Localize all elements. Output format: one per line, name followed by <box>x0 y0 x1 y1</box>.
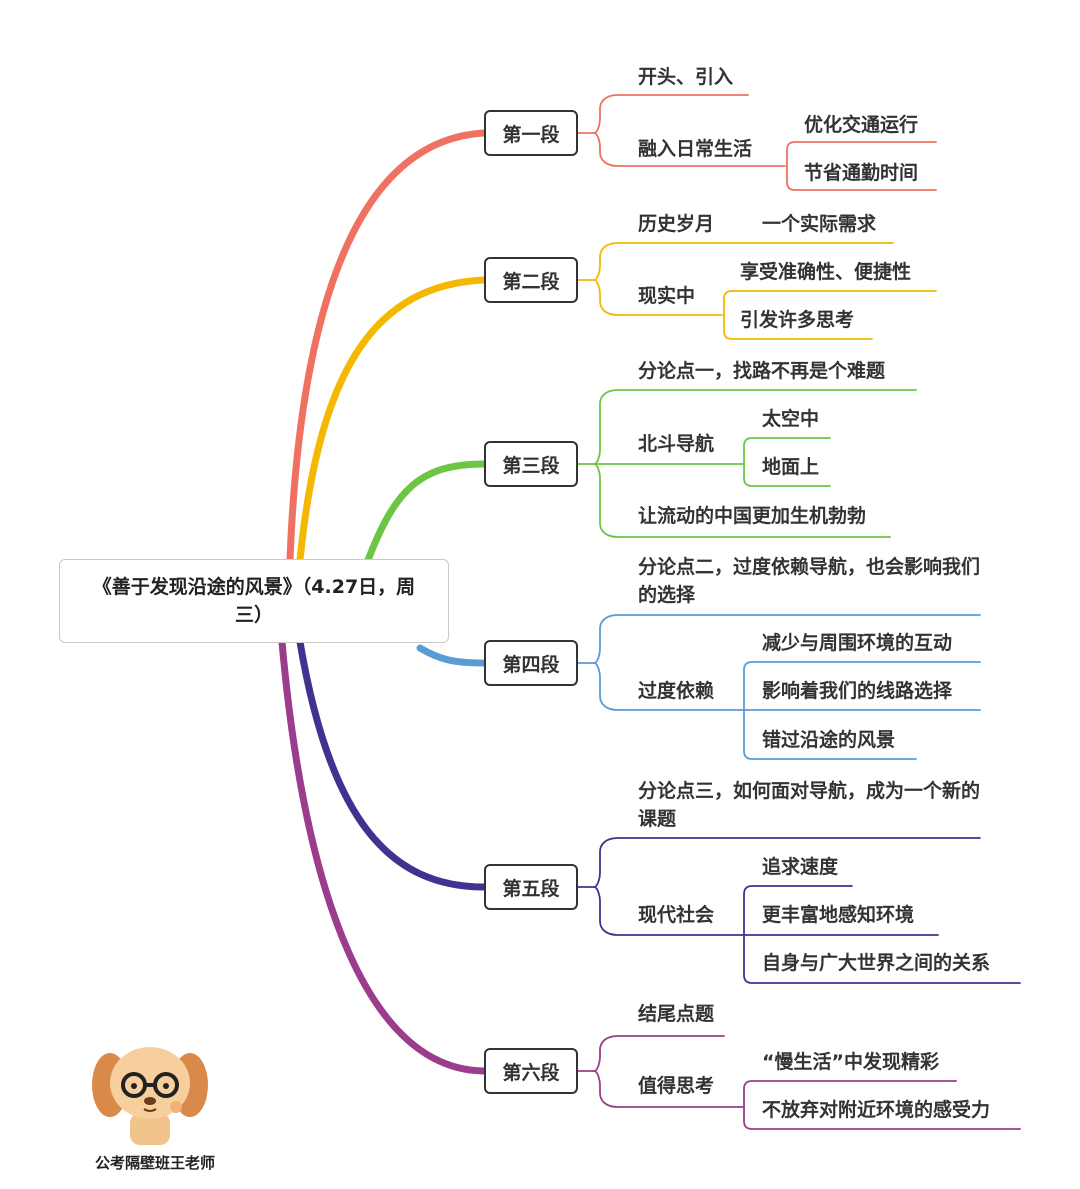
sub-node-connector <box>743 661 981 711</box>
sub-node-connector <box>743 934 1021 984</box>
node-connector <box>593 662 745 711</box>
sub-node-connector <box>743 1080 957 1108</box>
node-s5-relation[interactable]: 自身与广大世界之间的关系 <box>762 952 991 974</box>
branch-section-6[interactable]: 第六段 <box>484 1048 578 1094</box>
node-s3-ground[interactable]: 地面上 <box>762 456 820 478</box>
root-topic[interactable]: 《善于发现沿途的风景》（4.27日，周三） <box>59 559 449 643</box>
sub-node-connector <box>786 141 937 167</box>
node-s5-point3[interactable]: 分论点三，如何面对导航，成为一个新的课题 <box>638 780 981 830</box>
sub-node-connector <box>743 709 917 760</box>
sub-node-connector <box>743 885 853 936</box>
node-s1-daily-life[interactable]: 融入日常生活 <box>638 138 753 160</box>
section-label: 第五段 <box>502 877 560 900</box>
node-s3-beidou[interactable]: 北斗导航 <box>638 433 715 455</box>
section-label: 第一段 <box>502 123 560 146</box>
branch-connector <box>416 644 488 667</box>
node-connector <box>593 242 894 281</box>
sub-node-connector <box>743 463 831 487</box>
section-label: 第六段 <box>502 1061 560 1084</box>
section-label: 第三段 <box>502 454 560 477</box>
node-connector <box>593 837 981 888</box>
branch-section-3[interactable]: 第三段 <box>484 441 578 487</box>
branch-connector <box>296 638 488 891</box>
node-s2-history[interactable]: 历史岁月 <box>638 213 715 235</box>
node-s1-commute[interactable]: 节省通勤时间 <box>804 162 919 184</box>
node-connector <box>593 94 749 134</box>
node-s3-vitality[interactable]: 让流动的中国更加生机勃勃 <box>638 505 867 527</box>
node-connector <box>593 389 917 465</box>
node-s5-speed[interactable]: 追求速度 <box>762 856 839 878</box>
sub-node-connector <box>743 1106 1021 1130</box>
node-connector <box>593 614 981 664</box>
section-label: 第二段 <box>502 270 560 293</box>
node-connector <box>593 1070 745 1108</box>
branch-section-4[interactable]: 第四段 <box>484 640 578 686</box>
branch-section-2[interactable]: 第二段 <box>484 257 578 303</box>
node-s2-thinking[interactable]: 引发许多思考 <box>740 309 855 331</box>
footer-author: 公考隔壁班王老师 <box>94 1154 215 1172</box>
section-label: 第四段 <box>502 653 560 676</box>
node-connector <box>593 463 891 538</box>
sub-node-connector <box>743 437 831 465</box>
branch-section-5[interactable]: 第五段 <box>484 864 578 910</box>
node-s1-traffic[interactable]: 优化交通运行 <box>804 114 919 136</box>
branch-connector <box>364 460 488 564</box>
cartoon-dog-with-glasses-icon <box>92 1047 208 1145</box>
branch-connector <box>286 129 488 564</box>
node-s3-point1[interactable]: 分论点一，找路不再是个难题 <box>638 360 886 382</box>
node-s4-route[interactable]: 影响着我们的线路选择 <box>762 680 953 702</box>
node-s2-need[interactable]: 一个实际需求 <box>762 213 877 235</box>
node-connector <box>593 132 786 167</box>
node-s5-perceive[interactable]: 更丰富地感知环境 <box>762 904 915 926</box>
node-s6-worth[interactable]: 值得思考 <box>638 1075 715 1097</box>
branch-section-1[interactable]: 第一段 <box>484 110 578 156</box>
node-s3-space[interactable]: 太空中 <box>762 408 820 430</box>
node-s1-intro[interactable]: 开头、引入 <box>638 66 734 88</box>
node-connector <box>593 1035 725 1072</box>
node-s4-overreliance[interactable]: 过度依赖 <box>638 680 715 702</box>
node-s2-reality[interactable]: 现实中 <box>638 285 696 307</box>
node-connector <box>593 886 745 936</box>
node-s4-scenery[interactable]: 错过沿途的风景 <box>762 729 896 751</box>
node-s6-sensitivity[interactable]: 不放弃对附近环境的感受力 <box>762 1099 991 1121</box>
node-s2-accuracy[interactable]: 享受准确性、便捷性 <box>740 261 912 283</box>
node-s6-slowlife[interactable]: “慢生活”中发现精彩 <box>762 1051 939 1073</box>
sub-node-connector <box>723 290 937 316</box>
node-s4-point2[interactable]: 分论点二，过度依赖导航，也会影响我们的选择 <box>638 556 981 606</box>
node-s6-ending[interactable]: 结尾点题 <box>638 1003 715 1025</box>
node-s5-modern[interactable]: 现代社会 <box>638 904 715 926</box>
sub-node-connector <box>786 165 937 191</box>
root-title: 《善于发现沿途的风景》（4.27日，周三） <box>92 576 416 626</box>
sub-node-connector <box>723 314 873 340</box>
branch-connector <box>296 276 488 564</box>
node-s4-interaction[interactable]: 减少与周围环境的互动 <box>762 632 953 654</box>
branch-connector <box>278 638 488 1075</box>
node-connector <box>593 279 723 316</box>
